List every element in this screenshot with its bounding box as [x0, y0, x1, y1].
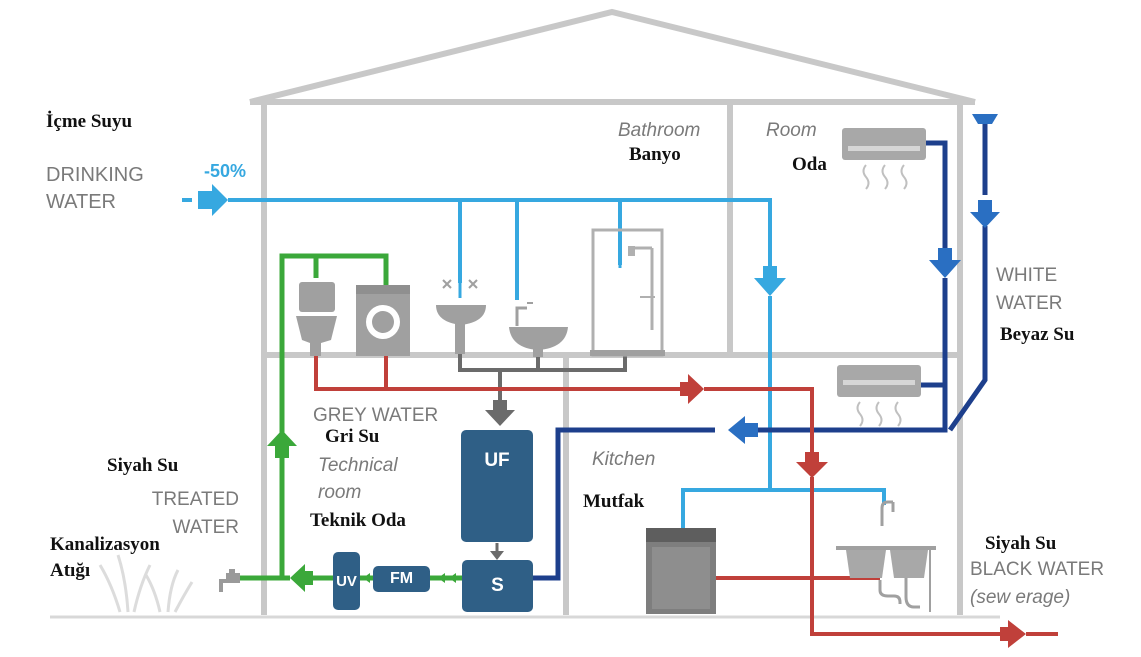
black-water-arrow-1 [680, 374, 704, 404]
fm-unit: FM [373, 566, 430, 592]
label-technical-room: Technical room [318, 455, 398, 503]
dishwasher-icon [646, 528, 716, 614]
grass-icon [98, 554, 194, 613]
label-drinking-water: DRINKING WATER [46, 164, 144, 213]
treated-water-left-arrow [290, 564, 313, 592]
uf-unit: UF [461, 430, 533, 542]
drinking-water-down-arrow [754, 266, 786, 296]
uf-to-s-arrow [490, 543, 504, 560]
white-water-arrow-1 [970, 200, 1000, 228]
treated-water-up-arrow [267, 430, 297, 458]
label-siyah-su-right: Siyah Su [985, 533, 1057, 554]
label-mutfak: Mutfak [583, 491, 645, 512]
label-bathroom: Bathroom [618, 120, 701, 141]
sink-icon-2 [509, 302, 568, 357]
kitchen-sink-icon [836, 500, 936, 612]
label-black-water: BLACK WATER [970, 559, 1105, 580]
label-beyaz-su: Beyaz Su [1000, 324, 1075, 345]
grey-water-down-arrow [485, 400, 515, 426]
white-water-arrow-3 [728, 416, 758, 444]
label-banyo: Banyo [629, 144, 681, 165]
ac-unit-icon-room [842, 128, 926, 190]
label-kanalizasyon: Kanalizasyon Atığı [50, 534, 160, 581]
black-water-arrow-2 [796, 452, 828, 478]
black-water-arrow-3 [1000, 620, 1026, 648]
small-green-arrows [363, 573, 456, 583]
grey-water-pipes [458, 352, 627, 400]
s-unit-label: S [491, 575, 504, 596]
outdoor-tap-icon [219, 569, 240, 592]
label-white-water: WHITE WATER [996, 265, 1063, 314]
label-treated-water: TREATED WATER [151, 489, 239, 538]
shower-icon [590, 228, 665, 357]
label-room: Room [766, 120, 817, 141]
sink-icon-1 [436, 279, 486, 354]
label-reduction: -50% [204, 161, 247, 181]
label-oda: Oda [792, 154, 827, 175]
roof [249, 8, 976, 105]
label-kitchen: Kitchen [592, 449, 656, 470]
white-water-gutter-icon [972, 114, 998, 124]
label-siyah-su-left: Siyah Su [107, 455, 179, 476]
washing-machine-icon [356, 285, 410, 356]
ac-unit-icon-floor [837, 365, 921, 427]
toilet-icon [296, 282, 337, 356]
fm-unit-label: FM [389, 570, 414, 587]
label-teknik-oda: Teknik Oda [310, 510, 406, 531]
white-water-arrow-2 [929, 248, 961, 278]
drinking-water-pipes [182, 198, 886, 528]
label-icme-suyu: İçme Suyu [46, 111, 133, 132]
label-sewerage: (sew erage) [970, 587, 1071, 608]
treated-water-pipes [240, 253, 462, 581]
label-grey-water: GREY WATER [313, 405, 439, 426]
s-unit: S [462, 560, 533, 612]
uv-unit: UV [333, 552, 360, 610]
drinking-water-inlet-arrow [198, 184, 228, 216]
label-gri-su: Gri Su [325, 426, 380, 447]
uf-unit-label: UF [484, 450, 510, 471]
uv-unit-label: UV [336, 572, 357, 590]
